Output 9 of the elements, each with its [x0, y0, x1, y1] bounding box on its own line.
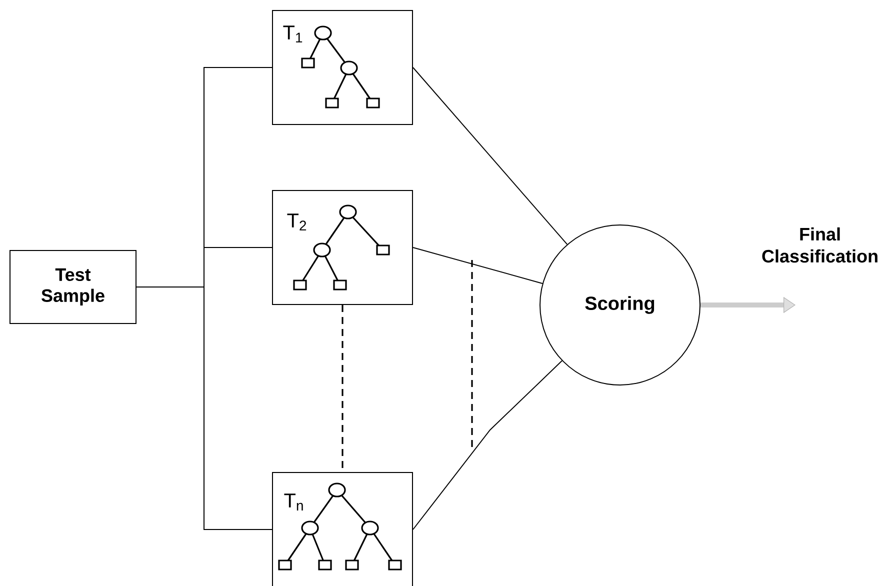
connector-line — [412, 247, 543, 284]
tree-box: T$_{n}$ — [272, 472, 413, 586]
tree-box: T$_{1}$ — [272, 10, 413, 125]
tree-box: T$_{2}$ — [272, 190, 413, 305]
output-label: Final Classification — [762, 227, 878, 263]
connector-line — [136, 286, 272, 530]
connector-line — [412, 360, 562, 530]
process-box: Test Sample — [10, 250, 136, 324]
connector-line — [412, 67, 568, 245]
